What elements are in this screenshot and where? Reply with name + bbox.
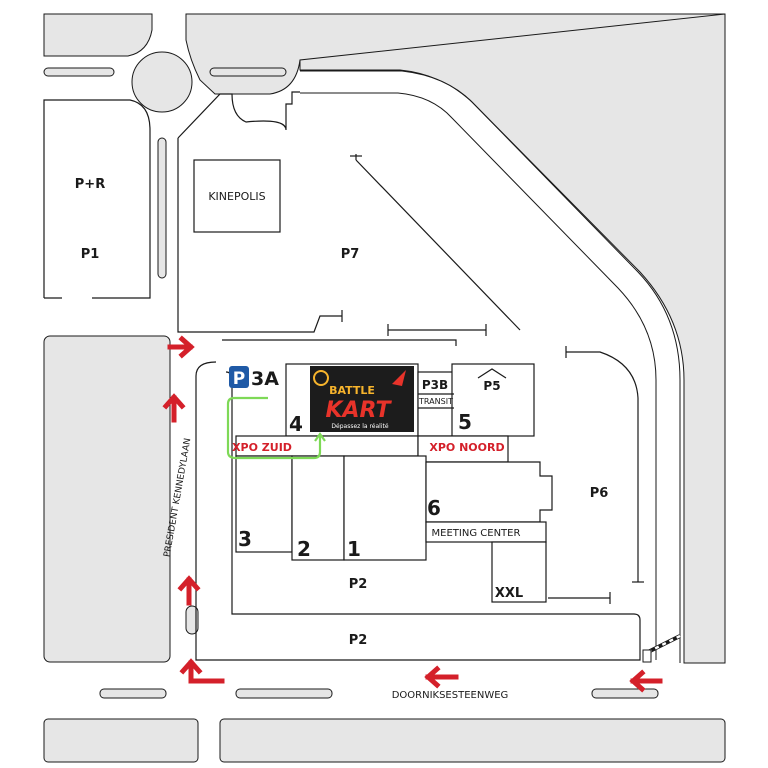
p7-diag-line [355,159,521,331]
hall-3-building [235,455,293,553]
east-road [300,71,679,663]
kinepolis-building [193,159,281,233]
parking-sign-icon [229,366,249,388]
p7-bottom [177,138,342,333]
block-north-west [43,13,153,57]
hall-5-label: 5 [458,410,472,434]
median-5 [209,67,287,77]
xpo-zuid-label: XPO ZUID [232,441,292,454]
block-south-west [43,335,171,663]
block-south-right [219,718,726,763]
median-4 [43,67,115,77]
p7-outline [177,91,300,139]
p6-label: P6 [590,486,609,501]
arrow-icon-north-1 [162,393,186,423]
p6-line [566,351,639,582]
street-doorniks-label: DOORNIKSESTEENWEG [392,690,509,701]
hall-p3b-building [417,371,455,437]
hall-6-label: 6 [427,496,441,520]
median-1 [99,688,167,699]
hall-2-building [291,455,345,561]
battlekart-logo: BATTLE KART Dépassez la réalité [310,366,414,432]
p2-lower-label: P2 [349,633,368,648]
median-3 [591,688,659,699]
barrier-icon [642,634,681,663]
arrow-icon-east [167,335,195,359]
hall-3-label: 3 [238,527,252,551]
block-south-left [43,718,199,763]
logo-kart-text: KART [325,398,392,423]
meeting-center-label: MEETING CENTER [432,528,521,539]
xxl-label: XXL [495,586,523,601]
hall-4-label: 4 [289,412,303,436]
p5-label: P5 [483,379,500,393]
hall-2-label: 2 [297,537,311,561]
meeting-center-building [425,521,547,543]
p5-roof-icon [477,368,507,379]
arrow-icon-west-1 [424,665,459,689]
p3b-label: P3B [422,378,448,392]
hall-1-label: 1 [347,537,361,561]
p7-label: P7 [341,247,360,262]
arrow-icon-north-turn [179,658,225,684]
logo-wheel-icon [313,370,329,386]
median-6 [157,137,167,279]
xpo-noord-label: XPO NOORD [429,441,504,454]
logo-tagline-text: Dépassez la réalité [331,423,388,430]
median-2 [235,688,333,699]
p1-outline [43,99,151,299]
p3a-label: 3A [251,368,279,390]
arrow-icon-west-2 [629,669,663,693]
hall-6-building [425,461,553,523]
xpo-noord-strip [417,435,509,463]
p1-label: P1 [81,247,100,262]
halls [235,363,553,603]
roundabout-island [131,51,193,113]
xxl-building [491,541,547,603]
logo-battle-text: BATTLE [329,384,375,397]
east-road-edge-outer [300,70,681,663]
kinepolis-label: KINEPOLIS [208,190,265,203]
walking-route [226,396,322,460]
hall-1-building [343,455,427,561]
hall-5-building [451,363,535,437]
arrow-icon-north-2 [177,575,201,606]
direction-arrows [162,335,663,693]
parking-sign-letter: P [233,369,245,389]
block-east [299,13,726,664]
p-r-label: P+R [75,177,105,192]
transit-label: TRANSIT [418,397,453,406]
city-blocks [43,13,726,763]
walking-route-arrow-icon [314,432,326,442]
p2-upper-label: P2 [349,577,368,592]
median-7 [185,605,199,635]
logo-rocket-icon [392,370,406,386]
east-road-edge-inner [300,92,657,660]
